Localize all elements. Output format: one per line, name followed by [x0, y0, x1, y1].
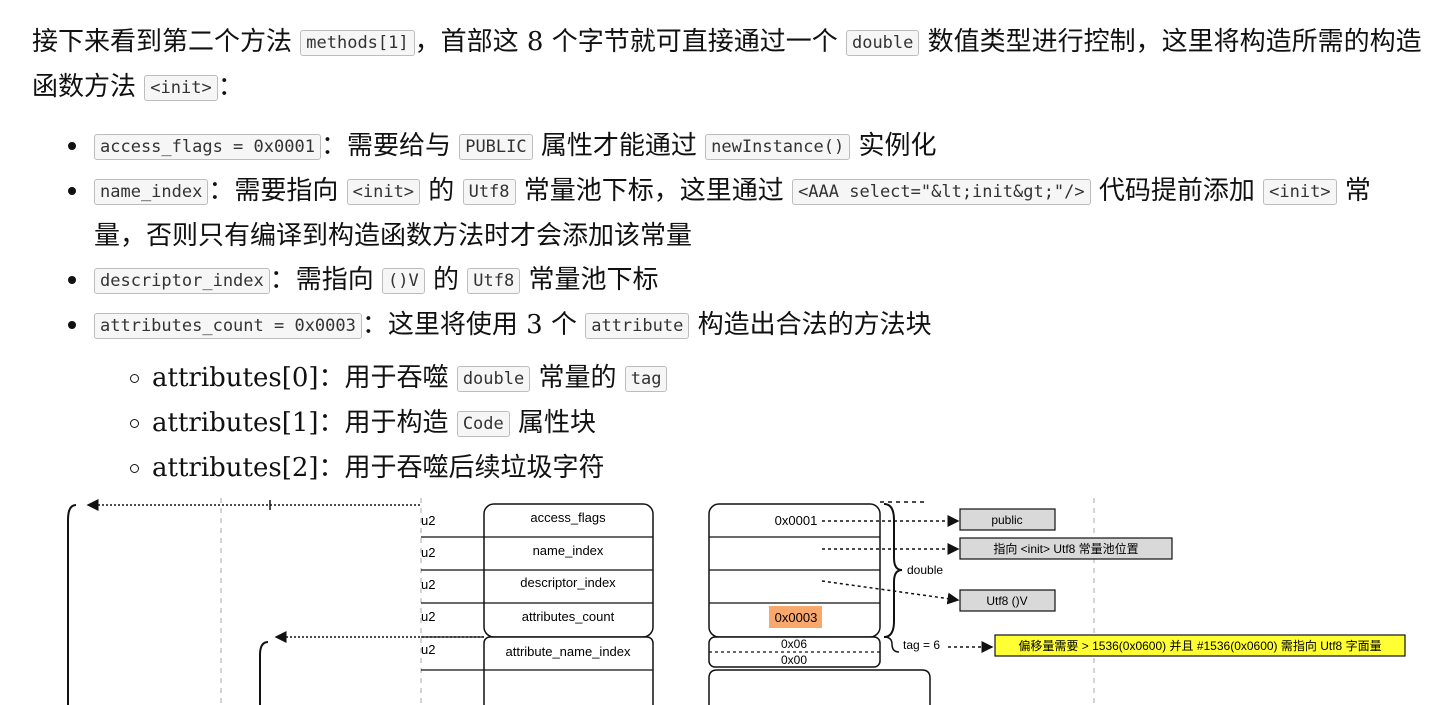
list-item-name-index: name_index：需要指向 <init> 的 Utf8 常量池下标，这里通过…: [68, 169, 1422, 258]
note-descriptor: [959, 589, 1056, 612]
inline-code: newInstance(): [705, 134, 851, 160]
list-text: ：需要给与: [320, 131, 460, 161]
list-text: ：这里将使用 3 个: [361, 310, 586, 340]
sub-list-item-attr2: attributes[2]：用于吞噬后续垃圾字符: [130, 446, 1422, 490]
left-bracket: [67, 504, 77, 705]
field-list: access_flags = 0x0001：需要给与 PUBLIC 属性才能通过…: [32, 124, 1422, 490]
brace-label: double: [907, 563, 943, 577]
list-text: 构造出合法的方法块: [689, 310, 932, 340]
inline-code-init: <init>: [144, 75, 218, 101]
field-label: descriptor_index: [520, 575, 616, 590]
list-text: 常量池下标，这里通过: [515, 176, 793, 206]
list-text: 属性才能通过: [532, 131, 706, 161]
list-text: 常量，否则只有编译到构造函数方法时才会添加该常量: [94, 176, 1371, 251]
inline-code: Code: [456, 411, 510, 437]
inline-code: <AAA select="&lt;init&gt;"/>: [792, 179, 1091, 205]
inline-code: access_flags = 0x0001: [94, 134, 321, 160]
list-text: ：需要指向: [208, 176, 347, 206]
list-text: 的: [424, 265, 468, 295]
inline-code: double: [456, 366, 531, 392]
tag-label: tag = 6: [903, 638, 940, 652]
field-label: attribute_name_index: [505, 644, 631, 659]
inline-code: Utf8: [462, 179, 516, 205]
note-text: 指向 <init> Utf8 常量池位置: [993, 541, 1138, 556]
note-text: 偏移量需要 > 1536(0x0600) 并且 #1536(0x0600) 需指…: [1018, 638, 1381, 653]
inline-code: PUBLIC: [459, 134, 533, 160]
note-text: Utf8 ()V: [986, 594, 1027, 608]
inline-code: name_index: [94, 179, 209, 205]
tag-brace: [883, 636, 900, 653]
type-label: u2: [421, 545, 435, 560]
type-label: u2: [421, 642, 435, 657]
list-text: attributes[0]：用于吞噬: [152, 363, 457, 393]
intro-text-3: 数值类型进行控制，这里将构造所需的构造函数方法: [32, 27, 1422, 102]
value-label: 0x0001: [775, 513, 818, 528]
list-text: 常量池下标: [520, 265, 659, 295]
field-label: access_flags: [530, 510, 606, 525]
attr-left-bracket: [259, 641, 269, 705]
intro-text-4: ：: [217, 72, 244, 102]
list-item-attributes-count: attributes_count = 0x0003：这里将使用 3 个 attr…: [68, 303, 1422, 490]
inline-code-methods: methods[1]: [300, 30, 415, 56]
value-label: 0x06: [781, 637, 807, 651]
list-text: ：需指向: [269, 265, 383, 295]
list-text: attributes[2]：用于吞噬后续垃圾字符: [152, 453, 605, 483]
list-text: 常量的: [530, 363, 625, 393]
field-box-attr: [483, 636, 654, 705]
inline-code: attributes_count = 0x0003: [94, 313, 362, 339]
list-text: attributes[1]：用于构造: [152, 408, 457, 438]
sub-list-item-attr0: attributes[0]：用于吞噬 double 常量的 tag: [130, 356, 1422, 401]
intro-paragraph: 接下来看到第二个方法 methods[1]，首部这 8 个字节就可直接通过一个 …: [32, 20, 1422, 110]
field-label: attributes_count: [522, 609, 615, 624]
note-offset: [994, 634, 1406, 657]
note-text: public: [991, 513, 1022, 527]
note-init: [959, 537, 1173, 560]
list-item-descriptor-index: descriptor_index：需指向 ()V 的 Utf8 常量池下标: [68, 258, 1422, 303]
list-text: 实例化: [850, 131, 937, 161]
inline-code: Utf8: [467, 268, 521, 294]
list-text: 的: [420, 176, 463, 206]
value-box-lower: [708, 669, 931, 705]
intro-text-1: 接下来看到第二个方法: [32, 27, 301, 57]
type-label: u2: [421, 609, 435, 624]
highlight-value: [769, 606, 822, 628]
double-brace: [883, 503, 903, 638]
value-label: 0x00: [781, 653, 807, 667]
sub-list-item-attr1: attributes[1]：用于构造 Code 属性块: [130, 401, 1422, 446]
value-label: 0x0003: [775, 610, 818, 625]
inline-code: descriptor_index: [94, 268, 270, 294]
inline-code: <init>: [346, 179, 421, 205]
intro-text-2: ，首部这 8 个字节就可直接通过一个: [414, 27, 846, 57]
list-item-access-flags: access_flags = 0x0001：需要给与 PUBLIC 属性才能通过…: [68, 124, 1422, 169]
method-layout-diagram: u2 u2 u2 u2 u2 access_flags name_index d…: [67, 498, 1406, 705]
field-label: name_index: [533, 543, 604, 558]
note-public: [959, 508, 1056, 531]
list-text: 属性块: [509, 408, 597, 438]
list-text: 代码提前添加: [1090, 176, 1264, 206]
attribute-sublist: attributes[0]：用于吞噬 double 常量的 tag attrib…: [94, 356, 1422, 490]
inline-code: ()V: [382, 268, 425, 294]
note-arrow: [821, 580, 960, 605]
inline-code: attribute: [585, 313, 690, 339]
type-label: u2: [421, 513, 435, 528]
inline-code: tag: [624, 366, 668, 392]
article-body: 接下来看到第二个方法 methods[1]，首部这 8 个字节就可直接通过一个 …: [32, 20, 1422, 490]
inline-code: <init>: [1263, 179, 1337, 205]
type-label: u2: [421, 577, 435, 592]
inline-code-double: double: [845, 30, 920, 56]
